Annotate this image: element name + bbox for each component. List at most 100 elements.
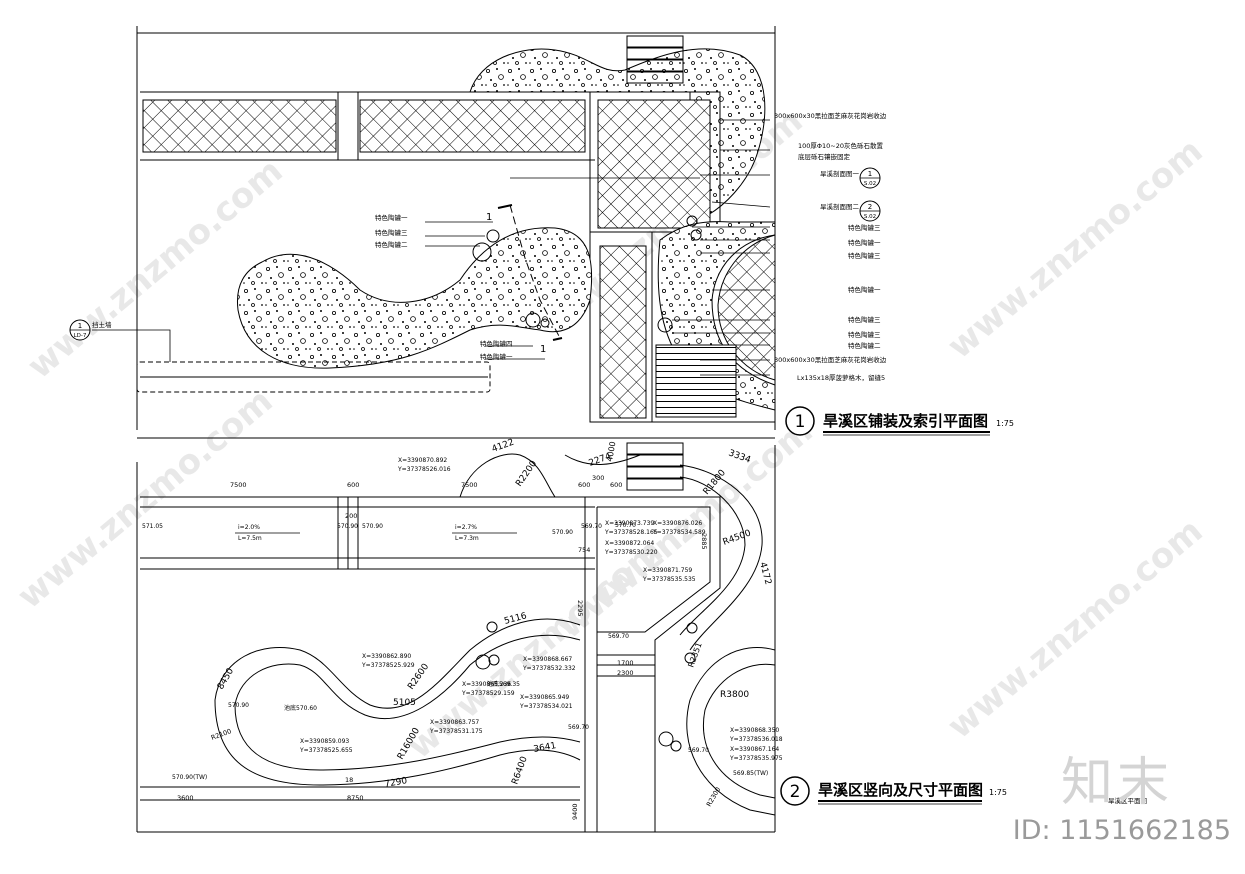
dimension-label: 754 xyxy=(578,546,590,554)
dimension-label: 18 xyxy=(345,776,353,784)
callout-jar: 特色陶罐一 xyxy=(375,213,408,222)
elevation-label: 571.05 xyxy=(142,523,163,530)
callout-jar: 特色陶罐一 xyxy=(848,238,881,247)
watermark-text: www.znzmo.com xyxy=(10,381,280,617)
section-bubble-1: 1 S.02 xyxy=(859,167,881,189)
elevation-label: 池底569.35 xyxy=(487,680,520,688)
cut-mark: 1 xyxy=(486,212,492,223)
coordinate-label: Y=37378525.929 xyxy=(361,662,415,669)
dimension-label: 2295 xyxy=(576,600,584,617)
coordinate-label: X=3390870.892 xyxy=(398,457,447,464)
dimension-label: 2885 xyxy=(700,533,708,550)
svg-text:1: 1 xyxy=(868,170,872,178)
callout-jar: 特色陶罐二 xyxy=(848,341,881,350)
paving-hatch xyxy=(597,99,711,229)
coordinate-label: X=3390865.949 xyxy=(520,694,569,701)
coordinate-label: X=3390873.739 xyxy=(605,520,654,527)
plan-2-title: 2 旱溪区竖向及尺寸平面图 1:75 旱溪区平面图 xyxy=(780,776,1147,806)
coordinate-label: Y=37378535.975 xyxy=(729,755,783,762)
callout-gravel: 100厚Φ10~20灰色砾石散置 xyxy=(798,141,884,150)
step xyxy=(626,59,684,72)
dimension-label: 7500 xyxy=(230,481,247,489)
svg-text:LD-7: LD-7 xyxy=(74,333,87,339)
plan-title: 旱溪区铺装及索引平面图 xyxy=(823,412,988,430)
elevation-label: 569.70 xyxy=(568,724,589,731)
elevation-label: 569.70 xyxy=(688,747,709,754)
elevation-label: 570.90 xyxy=(337,523,358,530)
brand-logo: 知末 xyxy=(1060,753,1173,813)
dimension-label: 600 xyxy=(347,481,359,489)
plan-1-title: 1 旱溪区铺装及索引平面图 1:75 xyxy=(785,406,1014,436)
callout-jar: 特色陶罐一 xyxy=(480,352,513,361)
plan-2-coordinates: X=3390870.892 Y=37378526.016 X=3390873.7… xyxy=(299,457,783,762)
coordinate-label: X=3390863.757 xyxy=(430,719,479,726)
coordinate-label: X=3390867.164 xyxy=(730,746,779,753)
dimension-label: 200 xyxy=(345,512,357,520)
dimension-label: 5105 xyxy=(393,698,416,708)
dimension-label: 1700 xyxy=(617,659,634,667)
callout-jar: 特色陶罐三 xyxy=(848,223,881,232)
section-bubble-wall: 1 LD-7 xyxy=(69,319,91,341)
coordinate-label: Y=37378536.018 xyxy=(729,736,783,743)
paving-hatch xyxy=(599,245,647,419)
step xyxy=(626,47,684,60)
plan-1-callouts: 300x600x30黑拉面芝麻灰花岗岩收边 100厚Φ10~20灰色砾石散置 底… xyxy=(92,111,887,382)
plan-2-levels: 571.05 570.90 570.90 570.90 569.70 569.7… xyxy=(142,522,768,781)
coordinate-label: Y=37378531.175 xyxy=(429,728,483,735)
svg-text:S.02: S.02 xyxy=(864,181,876,187)
coordinate-label: X=3390872.064 xyxy=(605,540,654,547)
slope-label: L=7.5m xyxy=(238,535,262,542)
callout-jar: 特色陶罐三 xyxy=(848,330,881,339)
elevation-label: 570.90 xyxy=(552,529,573,536)
dimension-label: 2300 xyxy=(617,669,634,677)
elevation-label: 569.70 xyxy=(608,633,629,640)
image-id: ID: 1151662185 xyxy=(1012,815,1231,846)
coordinate-label: Y=37378534.589 xyxy=(652,529,706,536)
callout-jar: 特色陶罐三 xyxy=(848,315,881,324)
paving-hatch xyxy=(142,99,337,153)
dimension-label: 4122 xyxy=(491,438,516,455)
step xyxy=(626,35,684,48)
callout-wood: Lx135x18厚菠萝格木，留缝5 xyxy=(797,373,885,382)
callout-paving: 300x600x30黑拉面芝麻灰花岗岩收边 xyxy=(774,355,887,364)
coordinate-label: X=3390868.350 xyxy=(730,727,779,734)
svg-text:S.02: S.02 xyxy=(864,214,876,220)
dimension-label: R6400 xyxy=(510,755,529,786)
callout-jar: 特色陶罐四 xyxy=(480,339,513,348)
plan-1 xyxy=(136,26,776,439)
dimension-label: R3800 xyxy=(720,690,749,700)
callout-section-1: 旱溪剖面图一 xyxy=(820,169,860,178)
watermark-text: www.znzmo.com xyxy=(940,131,1210,367)
elevation-label: 570.90 xyxy=(228,702,249,709)
sheet-note: 旱溪区平面图 xyxy=(1108,796,1147,805)
slope-label: L=7.3m xyxy=(455,535,479,542)
coordinate-label: X=3390859.093 xyxy=(300,738,349,745)
dimension-label: 600 xyxy=(578,481,590,489)
plan-2 xyxy=(136,442,776,833)
callout-jar: 特色陶罐三 xyxy=(375,228,408,237)
dimension-label: R2100 xyxy=(210,727,233,742)
coordinate-label: Y=37378525.655 xyxy=(299,747,353,754)
callout-jar: 特色陶罐一 xyxy=(848,285,881,294)
slope-label: i=2.7% xyxy=(455,524,477,531)
step xyxy=(626,71,684,84)
callout-paving: 300x600x30黑拉面芝麻灰花岗岩收边 xyxy=(774,111,887,120)
watermark-text: www.znzmo.com xyxy=(940,511,1210,747)
coordinate-label: Y=37378528.165 xyxy=(604,529,658,536)
dimension-label: 300 xyxy=(592,474,604,482)
callout-section-2: 旱溪剖面图二 xyxy=(820,202,860,211)
dimension-label: 9400 xyxy=(571,803,579,820)
coordinate-label: Y=37378535.535 xyxy=(642,576,696,583)
callout-gravel-base: 底层砾石镶嵌固定 xyxy=(798,152,851,161)
plan-number: 1 xyxy=(795,412,806,432)
coordinate-label: X=3390876.026 xyxy=(653,520,702,527)
coordinate-label: Y=37378534.021 xyxy=(519,703,573,710)
elevation-label: 池底570.60 xyxy=(284,704,317,712)
coordinate-label: X=3390868.667 xyxy=(523,656,572,663)
section-bubble-2: 2 S.02 xyxy=(859,200,881,222)
callout-jar: 特色陶罐二 xyxy=(375,240,408,249)
plan-scale: 1:75 xyxy=(996,419,1014,428)
coordinate-label: Y=37378532.332 xyxy=(522,665,576,672)
plan-title: 旱溪区竖向及尺寸平面图 xyxy=(818,781,983,799)
